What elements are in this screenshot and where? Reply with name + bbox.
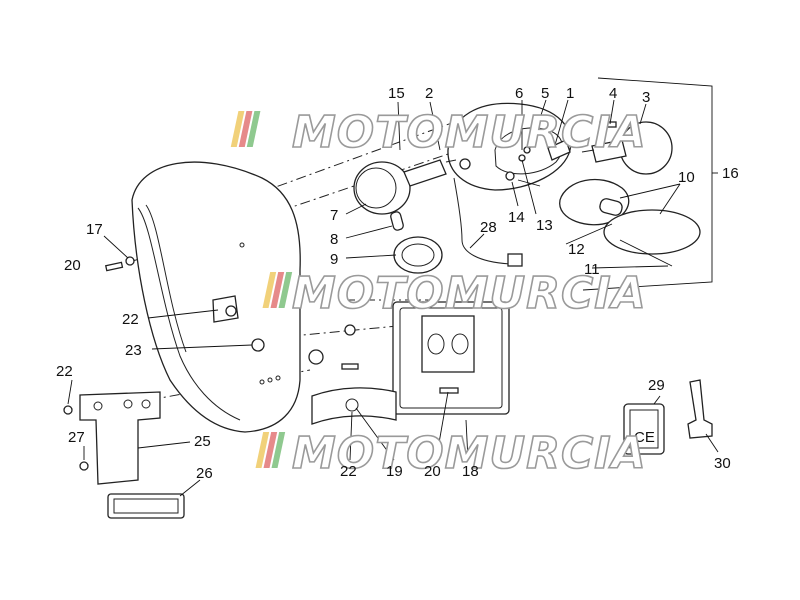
watermark-1: MOTOMURCIA	[230, 106, 647, 159]
turn-signal-right	[581, 121, 673, 175]
turn-signal-left	[353, 159, 457, 215]
label-9: 9	[330, 251, 338, 268]
label-15: 15	[388, 85, 405, 102]
label-27: 27	[68, 429, 85, 446]
label-6: 6	[515, 85, 523, 102]
label-17: 17	[86, 221, 103, 238]
label-29: 29	[648, 377, 665, 394]
label-14: 14	[508, 209, 525, 226]
label-22-b: 22	[56, 363, 73, 380]
label-20-b: 20	[424, 463, 441, 480]
label-18: 18	[462, 463, 479, 480]
fender-fixings	[104, 256, 359, 370]
watermark-text-3: MOTOMURCIA	[292, 428, 647, 479]
label-16: 16	[722, 165, 739, 182]
license-light	[505, 171, 701, 267]
bracket-30	[687, 379, 713, 439]
label-28: 28	[480, 219, 497, 236]
tail-light-housing	[447, 102, 572, 267]
label-30: 30	[714, 455, 731, 472]
watermark-text-1: MOTOMURCIA	[292, 107, 647, 158]
plate-holder-25	[63, 391, 161, 485]
reflector-29: CE	[623, 403, 665, 455]
reflector-mark: CE	[634, 429, 655, 446]
label-25: 25	[194, 433, 211, 450]
label-22-a: 22	[122, 311, 139, 328]
bracket-19	[311, 387, 459, 425]
lens-9	[393, 236, 443, 274]
label-4: 4	[609, 85, 617, 102]
label-3: 3	[642, 89, 650, 106]
part-labels: 1 2 3 4 5 6 7 8 9 10 11 12 13 14 15 16 1…	[56, 85, 739, 482]
watermark-text-2: MOTOMURCIA	[292, 268, 647, 319]
label-2: 2	[425, 85, 433, 102]
label-1: 1	[566, 85, 574, 102]
group-bracket-16	[582, 77, 718, 291]
label-11: 11	[584, 261, 600, 278]
reflector-26	[107, 493, 185, 519]
label-19: 19	[386, 463, 403, 480]
label-5: 5	[541, 85, 549, 102]
label-8: 8	[330, 231, 338, 248]
bulb-8	[390, 211, 404, 231]
label-10: 10	[678, 169, 695, 186]
label-12: 12	[568, 241, 585, 258]
watermark-3: MOTOMURCIA	[255, 427, 647, 480]
label-26: 26	[196, 465, 213, 482]
rear-fender	[131, 161, 301, 433]
label-23: 23	[125, 342, 142, 359]
license-plate-holder	[392, 301, 510, 415]
label-7: 7	[330, 207, 338, 224]
label-20-a: 20	[64, 257, 81, 274]
label-13: 13	[536, 217, 553, 234]
watermark-2: MOTOMURCIA	[262, 267, 647, 320]
leader-lines	[67, 99, 719, 497]
label-22-c: 22	[340, 463, 357, 480]
